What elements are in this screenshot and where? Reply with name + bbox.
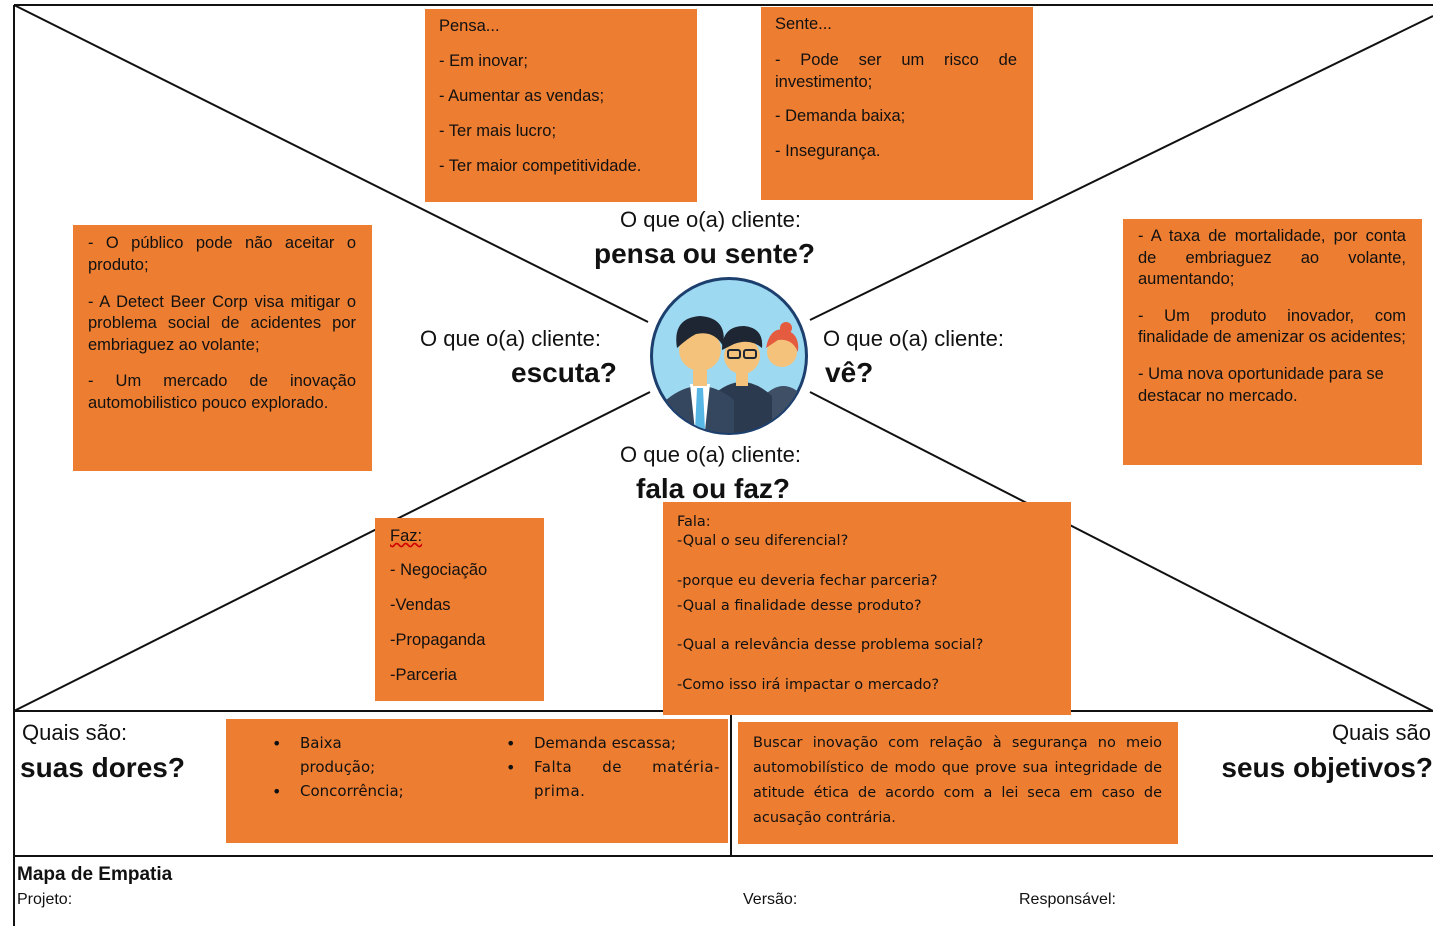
objetivos-prefix: Quais são [1331,720,1431,745]
note-sente-item: - Insegurança. [775,142,881,161]
note-faz-title: Faz: [390,527,423,545]
note-pensa-title: Pensa... [439,17,500,35]
dores-item: Concorrência; [264,779,434,805]
note-fala-item: -porque eu deveria fechar parceria? [677,572,938,589]
footer-responsavel-label: Responsável: [1019,891,1116,908]
customers-group-icon [650,277,808,435]
question-right-main: vê? [825,357,874,388]
dores-item: Demanda escassa; [498,731,720,757]
note-escuta: - O público pode não aceitar o produto; … [73,225,372,471]
note-pensa-item: - Aumentar as vendas; [439,86,605,105]
note-pensa-item: - Ter mais lucro; [439,121,557,140]
note-ve-item: - Um produto inovador, com finalidade de… [1138,306,1406,347]
note-pensa: Pensa... - Em inovar; - Aumentar as vend… [425,9,697,202]
note-dores: Baixa produção; Concorrência; Demanda es… [226,719,728,843]
question-right-prefix: O que o(a) cliente: [823,326,1004,351]
objetivos-text: Buscar inovação com relação à segurança … [753,735,1162,826]
footer-projeto-label: Projeto: [17,891,73,908]
dores-list-2: Demanda escassa; Falta de matéria-prima. [498,731,720,803]
note-fala-item: -Qual o seu diferencial? [677,532,849,549]
diagonal-top-right [809,15,1433,321]
footer-title: Mapa de Empatia [17,864,173,885]
question-left-prefix: O que o(a) cliente: [420,326,601,351]
note-ve-item: - Uma nova oportunidade para se destacar… [1138,365,1384,405]
footer-versao-label: Versão: [743,891,798,908]
note-escuta-item: - O público pode não aceitar o produto; [88,234,356,275]
note-fala-title: Fala: [677,514,711,530]
question-top-prefix: O que o(a) cliente: [620,207,801,232]
dores-list-1: Baixa produção; Concorrência; [264,731,434,805]
note-fala: Fala: -Qual o seu diferencial? -porque e… [663,502,1071,715]
note-pensa-item: - Em inovar; [439,51,528,70]
note-faz: Faz: - Negociação -Vendas -Propaganda -P… [375,518,544,701]
note-fala-item: -Qual a finalidade desse produto? [677,597,922,614]
diagonal-top-left [13,4,649,323]
note-sente-title: Sente... [775,15,832,33]
question-top-main: pensa ou sente? [594,238,815,269]
note-sente: Sente... - Pode ser um risco de investim… [761,7,1033,200]
question-left-main: escuta? [511,357,617,388]
objetivos-main: seus objetivos? [1221,752,1433,783]
note-objetivos: Buscar inovação com relação à segurança … [738,722,1178,844]
dores-prefix: Quais são: [22,720,128,745]
note-fala-item: -Qual a relevância desse problema social… [677,637,984,654]
dores-item: Falta de matéria-prima. [498,755,720,803]
question-bottom-prefix: O que o(a) cliente: [620,442,801,467]
note-pensa-item: - Ter maior competitividade. [439,156,642,175]
note-ve: - A taxa de mortalidade, por conta de em… [1123,219,1422,465]
note-faz-item: -Parceria [390,665,457,684]
note-faz-item: -Vendas [390,595,451,614]
note-escuta-item: - A Detect Beer Corp visa mitigar o prob… [88,292,356,354]
note-escuta-item: - Um mercado de inovação automobilistico… [88,372,356,412]
note-faz-item: -Propaganda [390,630,486,649]
question-bottom-main: fala ou faz? [636,473,791,504]
note-fala-item: -Como isso irá impactar o mercado? [677,677,940,694]
note-sente-item: - Pode ser um risco de investimento; [775,50,1017,92]
dores-item: Baixa produção; [264,731,400,779]
diagonal-bottom-left [13,391,651,712]
note-faz-item: - Negociação [390,560,488,579]
diagonal-bottom-right [809,391,1433,712]
note-sente-item: - Demanda baixa; [775,107,906,126]
dores-main: suas dores? [20,752,185,783]
note-ve-item: - A taxa de mortalidade, por conta de em… [1138,227,1406,289]
